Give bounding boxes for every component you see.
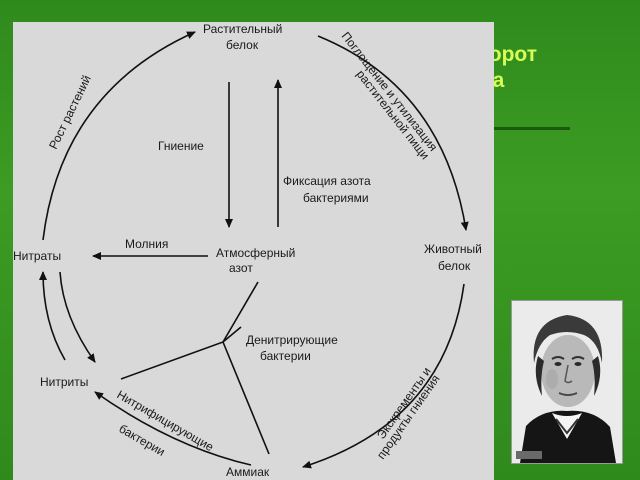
label-lightning: Молния <box>125 237 168 251</box>
label-fixation-line-1: Фиксация азота <box>283 174 371 188</box>
denitrification-line-to-ammonia <box>222 341 270 455</box>
denitrification-line-to-label <box>222 326 242 343</box>
label-nitrifying-line-2: бактерии <box>117 421 168 459</box>
label-plant-growth: Рост растений <box>46 73 94 151</box>
node-atmospheric-nitrogen-line-1: Атмосферный <box>216 246 295 260</box>
node-atmospheric-nitrogen-line-2: азот <box>229 261 253 275</box>
portrait-image <box>511 300 623 464</box>
node-animal-protein-line-2: белок <box>438 259 471 273</box>
arrow-nitrates-to-nitrites <box>59 271 96 363</box>
arrow-excrement <box>302 283 465 469</box>
arrow-plant-growth <box>42 31 196 241</box>
label-decay: Гниение <box>158 139 204 153</box>
label-consumption-line-1: Поглощение и утилизация <box>339 29 441 154</box>
label-denitrifying-line-1: Денитрирующие <box>246 333 338 347</box>
node-nitrites: Нитриты <box>40 375 88 389</box>
node-animal-protein-line-1: Животный <box>424 242 482 256</box>
nitrogen-cycle-diagram: Растительный белок Атмосферный азот Нитр… <box>13 22 494 480</box>
label-fixation-line-2: бактериями <box>303 191 369 205</box>
label-denitrifying-line-2: бактерии <box>260 349 311 363</box>
node-plant-protein-line-1: Растительный <box>203 22 282 36</box>
node-nitrates: Нитраты <box>13 249 61 263</box>
node-plant-protein-line-2: белок <box>226 38 259 52</box>
arrow-consumption <box>317 35 469 231</box>
arrow-nitrites-to-nitrates <box>39 271 66 361</box>
arrow-nitrifying <box>94 391 252 466</box>
node-ammonia: Аммиак <box>226 465 270 479</box>
label-nitrifying-line-1: Нитрифицирующие <box>115 387 217 454</box>
title-underline <box>490 127 570 130</box>
